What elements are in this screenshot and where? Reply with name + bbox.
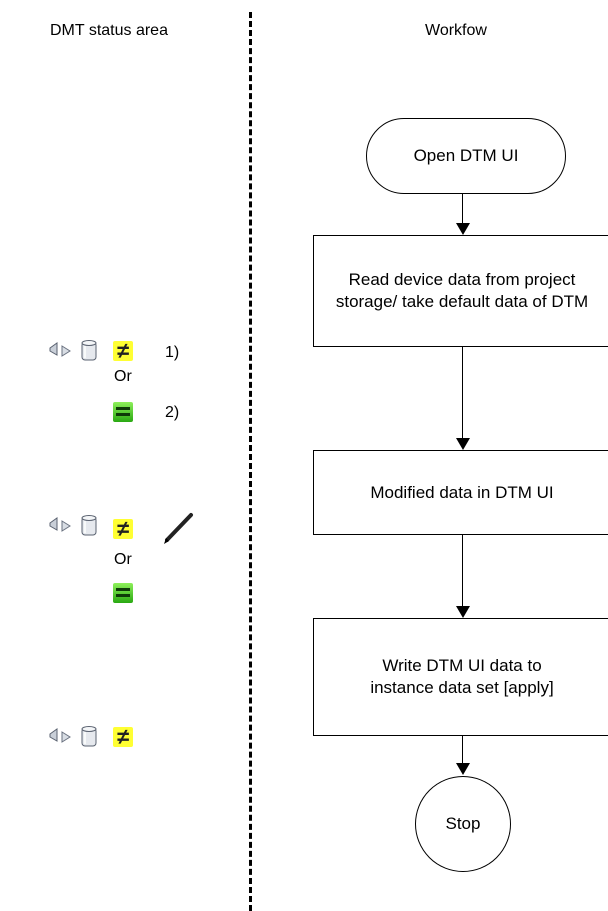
process-read-data: Read device data from project storage/ t…: [313, 235, 608, 347]
connection-icon: [49, 517, 71, 532]
stop-node-label: Stop: [445, 814, 481, 833]
column-divider: [249, 12, 252, 911]
pencil-icon: [164, 513, 193, 544]
start-node: Open DTM UI: [366, 118, 566, 194]
equal-icon: [113, 402, 133, 422]
process-modified-data: Modified data in DTM UI: [313, 450, 608, 535]
process-read-data-label: Read device data from project storage/ t…: [335, 270, 589, 311]
connection-icon: [49, 728, 71, 743]
arrow-2: [456, 438, 470, 450]
dmt-status-area-header: DMT status area: [50, 22, 168, 39]
process-write-data-label: Write DTM UI data to instance data set […: [370, 656, 554, 697]
arrow-1: [456, 223, 470, 235]
connection-icon: [49, 342, 71, 357]
stop-node: Stop: [415, 776, 511, 872]
process-modified-data-label: Modified data in DTM UI: [370, 482, 554, 502]
database-icon: [81, 340, 97, 361]
arrow-3: [456, 606, 470, 618]
note-1: 1): [165, 344, 180, 361]
connector-1: [462, 194, 463, 224]
equal-icon: [113, 583, 133, 603]
start-node-label: Open DTM UI: [413, 146, 519, 165]
not-equal-icon: ≠: [113, 726, 133, 748]
or-label-2: Or: [114, 551, 132, 568]
not-equal-icon: ≠: [113, 340, 133, 362]
note-2: 2): [165, 404, 180, 421]
database-icon: [81, 726, 97, 747]
not-equal-icon: ≠: [113, 518, 133, 540]
connector-2: [462, 347, 463, 439]
process-write-data: Write DTM UI data to instance data set […: [313, 618, 608, 736]
connector-4: [462, 736, 463, 764]
connector-3: [462, 535, 463, 607]
or-label-1: Or: [114, 368, 132, 385]
arrow-4: [456, 763, 470, 775]
workflow-header: Workfow: [425, 22, 487, 39]
database-icon: [81, 515, 97, 536]
